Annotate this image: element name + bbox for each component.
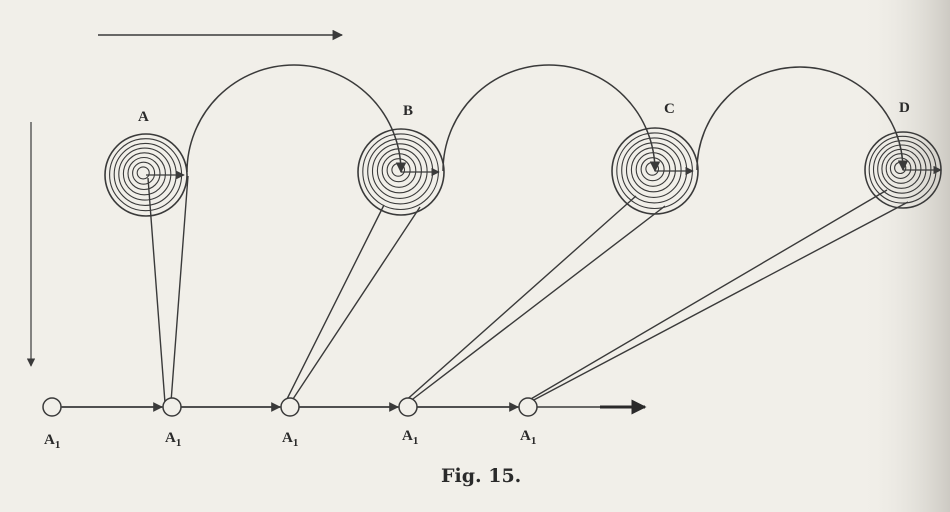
spiral-ring xyxy=(136,166,150,180)
spiral-ring xyxy=(391,163,406,177)
tapered-ray-3 xyxy=(402,195,666,404)
ground-point-2 xyxy=(162,397,182,417)
spiral-ring xyxy=(877,144,927,194)
spiral-ring xyxy=(645,162,660,176)
spiral-group xyxy=(104,127,942,217)
spiral-ring xyxy=(376,148,422,194)
figure-caption: Fig. 15. xyxy=(441,465,521,487)
ground-label-2: A1 xyxy=(165,430,181,449)
tapered-ray-4 xyxy=(523,189,909,404)
ground-point-1 xyxy=(42,397,62,417)
ground-point-5 xyxy=(518,397,538,417)
spiral-ring xyxy=(122,152,166,196)
spiral-ring xyxy=(127,156,161,191)
ground-label-3: A1 xyxy=(282,430,298,449)
spiral-ring xyxy=(889,157,912,179)
spiral-label-d: D xyxy=(899,100,910,116)
arc-group xyxy=(186,64,909,174)
spiral-ring xyxy=(386,158,411,183)
ground-label-5: A1 xyxy=(520,428,536,447)
ground-label-1: A1 xyxy=(44,432,60,451)
connecting-arc-3 xyxy=(696,66,909,172)
ground-label-4: A1 xyxy=(402,428,418,447)
spiral-label-b: B xyxy=(403,103,413,119)
ground-point-3 xyxy=(280,397,300,417)
page-edge-shadow xyxy=(860,0,950,512)
spiral-ring xyxy=(132,161,156,185)
spiral-label-c: C xyxy=(664,101,675,117)
spiral-b xyxy=(357,128,445,216)
spiral-ring xyxy=(640,157,665,182)
ground-point-group xyxy=(42,397,538,417)
tapered-ray-2 xyxy=(284,204,421,404)
spiral-ring xyxy=(371,143,428,199)
ground-point-4 xyxy=(398,397,418,417)
spiral-ring xyxy=(630,147,676,193)
connecting-arc-1 xyxy=(186,64,407,174)
spiral-ring xyxy=(625,142,682,198)
spiral-ring xyxy=(104,133,188,217)
spiral-a xyxy=(104,133,188,217)
spiral-ring xyxy=(118,147,172,201)
spiral-ring xyxy=(357,128,445,216)
ray-group xyxy=(147,175,909,404)
spiral-label-a: A xyxy=(138,109,149,125)
connecting-arc-2 xyxy=(442,64,661,173)
tapered-ray-1 xyxy=(147,175,189,404)
